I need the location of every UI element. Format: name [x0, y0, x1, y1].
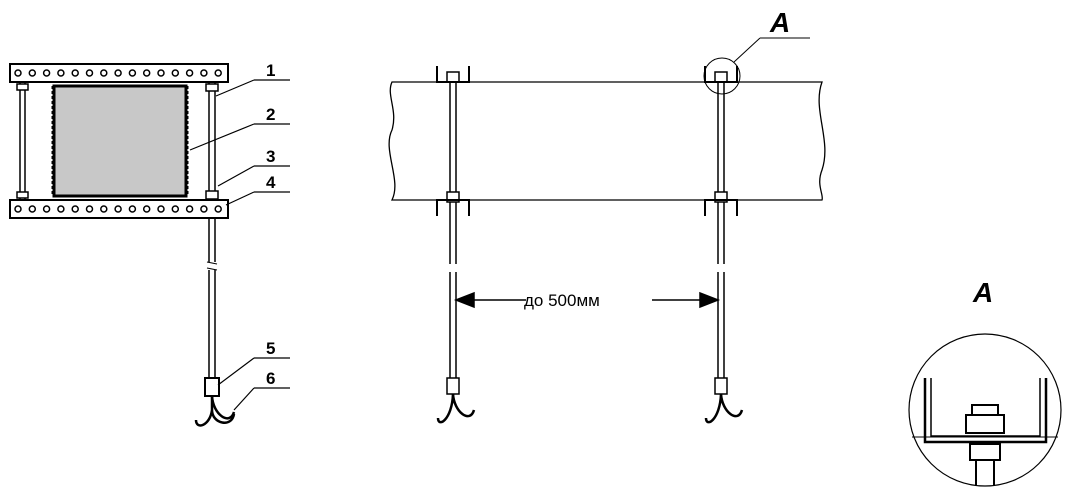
side-rod-right	[703, 37, 810, 424]
rail-hole	[71, 205, 79, 213]
rail-hole	[85, 205, 94, 213]
hook	[194, 396, 236, 427]
rail-hole	[28, 69, 37, 77]
rail-hole	[14, 205, 22, 213]
rail-hole	[100, 69, 108, 77]
detail-a-view	[908, 333, 1062, 487]
rail-hole	[128, 69, 137, 77]
callout-6: 6	[266, 369, 275, 388]
rail-hole	[57, 205, 65, 213]
detail-bracket	[923, 378, 1048, 444]
rail-hole	[114, 69, 122, 77]
side-rod-left	[436, 66, 476, 424]
rail-hole	[157, 205, 165, 213]
cross-section-view	[9, 63, 290, 427]
rail-hole	[185, 69, 194, 77]
side-view	[388, 37, 826, 424]
rail-hole	[28, 205, 37, 213]
rail-hole	[142, 205, 151, 213]
callout-2: 2	[266, 105, 275, 124]
right-threaded-rod	[205, 82, 219, 378]
rail-hole	[100, 205, 108, 213]
rail-hole	[214, 205, 222, 213]
dimension-label: до 500мм	[524, 291, 600, 310]
detail-circle-a	[703, 57, 741, 95]
rail-hole	[42, 69, 51, 77]
rail-hole	[42, 205, 51, 213]
rail-hole	[114, 205, 122, 213]
rail-hole	[185, 205, 194, 213]
rail-hole	[157, 69, 165, 77]
rail-hole	[171, 69, 180, 77]
rail-hole	[200, 205, 208, 213]
rail-hole	[142, 69, 151, 77]
callout-1: 1	[266, 61, 275, 80]
bottom-rail-holes	[14, 205, 222, 213]
callout-5: 5	[266, 339, 275, 358]
coupling-nut	[204, 377, 220, 397]
rail-hole	[200, 69, 208, 77]
duct-section	[52, 84, 188, 198]
rail-hole	[128, 205, 137, 213]
view-mark-a: A	[769, 7, 790, 38]
left-threaded-rod	[16, 82, 29, 200]
callout-leaders	[189, 79, 290, 411]
rail-hole	[214, 69, 222, 77]
detail-title: A	[972, 277, 993, 308]
rail-hole	[85, 69, 94, 77]
rail-hole	[171, 205, 180, 213]
callout-3: 3	[266, 147, 275, 166]
rail-hole	[57, 69, 65, 77]
duct-side	[388, 81, 826, 201]
rail-hole	[71, 69, 79, 77]
rail-hole	[14, 69, 22, 77]
top-rail-holes	[14, 69, 222, 77]
callout-4: 4	[266, 173, 276, 192]
dimension-line	[453, 291, 721, 309]
